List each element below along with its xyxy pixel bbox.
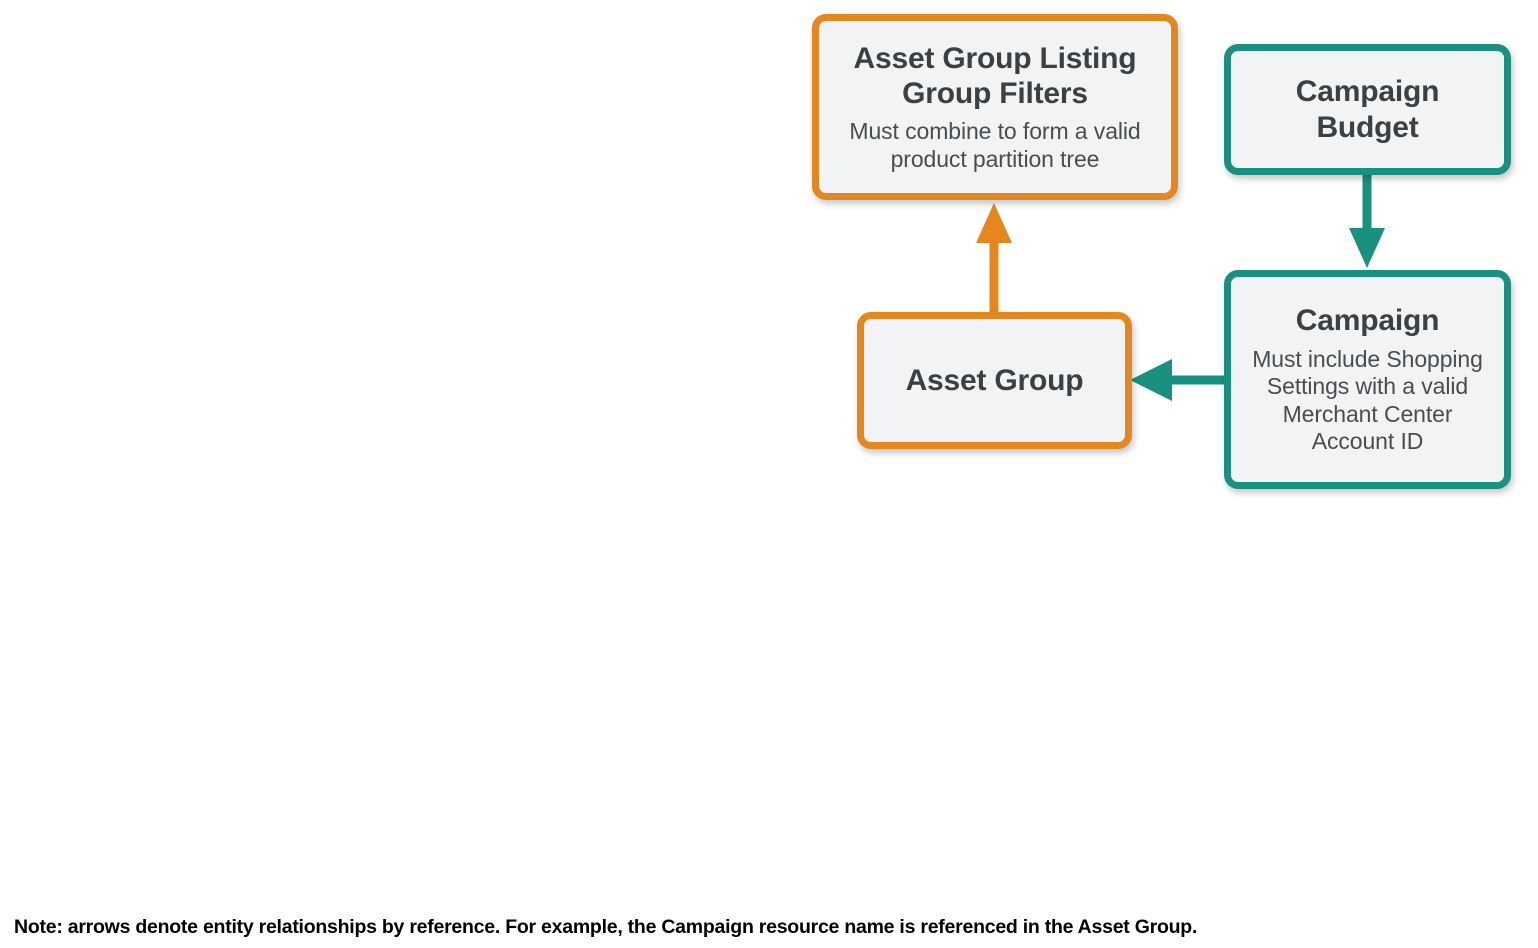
connector-campaign-to-asset-group [1130, 359, 1226, 401]
node-campaign-budget[interactable]: Campaign Budget [1224, 44, 1511, 175]
node-asset-group[interactable]: Asset Group [857, 312, 1132, 449]
node-asset-group-listing-group-filters[interactable]: Asset Group Listing Group Filters Must c… [812, 14, 1178, 200]
arrowhead-left-icon [1130, 359, 1172, 401]
connector-campaign-budget-to-campaign [1349, 172, 1385, 268]
connector-asset-group-to-filters [976, 203, 1012, 316]
node-campaign[interactable]: Campaign Must include Shopping Settings … [1224, 270, 1511, 489]
node-description: Must combine to form a valid product par… [849, 118, 1141, 172]
node-title: Asset Group Listing Group Filters [853, 41, 1137, 110]
node-description: Must include Shopping Settings with a va… [1252, 345, 1483, 455]
node-title: Campaign [1295, 304, 1440, 338]
node-title: Campaign Budget [1295, 75, 1440, 144]
footer-note: Note: arrows denote entity relationships… [14, 916, 1198, 938]
arrowhead-up-icon [976, 203, 1012, 243]
node-title: Asset Group [905, 363, 1084, 397]
arrowhead-down-icon [1349, 228, 1385, 268]
